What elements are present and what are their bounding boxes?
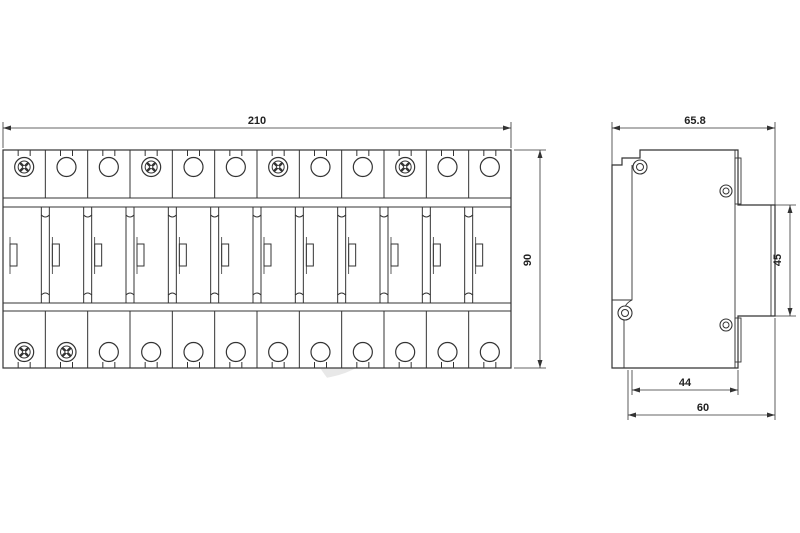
width-arrow-right [503,125,511,131]
height-arrow-bottom [537,360,543,368]
front-depth-arrow-left [632,387,640,393]
bottom-terminal [437,341,458,363]
bottom-terminal [141,341,162,363]
terminal-slot-top [144,150,158,156]
bottom-terminal [268,341,289,363]
module-group [9,150,500,368]
terminal-slot-bottom [271,362,285,368]
depth-arrow-left [612,125,620,131]
bottom-terminal [225,341,246,363]
terminal-slot-top [17,150,31,156]
side-screw-bottom-right [719,318,733,332]
front-depth-arrow-right [730,387,738,393]
top-terminal [310,156,331,178]
front-depth-label: 44 [679,377,692,389]
module-indicator-window [348,243,357,267]
module-indicator-window [51,243,60,267]
module-indicator-window [305,243,314,267]
width-label: 210 [248,115,266,127]
terminal-slot-bottom [60,362,73,368]
bottom-terminal [352,341,373,363]
module-indicator-window [9,243,18,267]
top-terminal-center [276,165,280,169]
top-terminal [479,156,500,178]
front-view: 210 90 [2,115,546,369]
module-indicator-window [390,243,399,267]
side-screw-top-right [719,184,733,198]
depth-label: 65.8 [684,115,705,127]
bottom-terminal-center [65,350,68,354]
terminal-slot-bottom [398,362,412,368]
module-indicator-window [136,243,145,267]
top-terminal [225,156,246,178]
rail-arrow-top [787,205,793,213]
height-arrow-top [537,150,543,158]
terminal-slot-bottom [144,362,158,368]
terminal-slot-top [441,150,454,156]
terminal-slot-top [187,150,200,156]
rail-arrow-bottom [787,308,793,316]
terminal-slot-bottom [483,362,497,368]
base-depth-arrow-left [628,412,636,418]
base-depth-label: 60 [697,402,709,414]
side-body-outline [611,149,776,369]
terminal-slot-bottom [187,362,200,368]
module-indicator-window [432,243,441,267]
module-indicator-window [263,243,272,267]
module-indicator-window [178,243,187,267]
side-top-front-detail [734,157,742,205]
base-depth-arrow-right [767,412,775,418]
depth-arrow-right [767,125,775,131]
terminal-slot-top [60,150,73,156]
side-bottom-front-detail [734,317,742,363]
terminal-slot-top [483,150,497,156]
terminal-slot-top [229,150,243,156]
top-terminal [56,156,77,178]
top-terminal [183,156,204,178]
module-indicator-window [475,243,484,267]
top-terminal-center [22,165,26,169]
side-view: 65.8 45 [611,115,796,420]
terminal-slot-top [271,150,285,156]
terminal-slot-bottom [102,362,116,368]
rail-height-label: 45 [772,254,784,266]
bottom-terminal-center [22,350,26,354]
bottom-terminal [310,341,331,363]
top-terminal-center [149,165,153,169]
top-terminal [437,156,458,178]
terminal-slot-top [102,150,116,156]
bottom-terminal [98,341,119,363]
height-label: 90 [522,254,534,266]
bottom-terminal [395,341,416,363]
module-indicator-window [221,243,230,267]
terminal-slot-bottom [17,362,31,368]
terminal-slot-bottom [356,362,370,368]
terminal-slot-bottom [229,362,243,368]
terminal-slot-top [314,150,327,156]
bottom-terminal [183,341,204,363]
side-screw-bottom-left [617,305,633,321]
top-terminal-center [403,165,407,169]
module-indicator-window [94,243,103,267]
bottom-terminal [479,341,500,363]
terminal-slot-top [356,150,370,156]
width-arrow-left [3,125,11,131]
top-terminal [98,156,119,178]
terminal-slot-top [398,150,412,156]
side-screw-top-left [632,159,648,175]
terminal-slot-bottom [441,362,454,368]
terminal-slot-bottom [314,362,327,368]
top-terminal [352,156,373,178]
